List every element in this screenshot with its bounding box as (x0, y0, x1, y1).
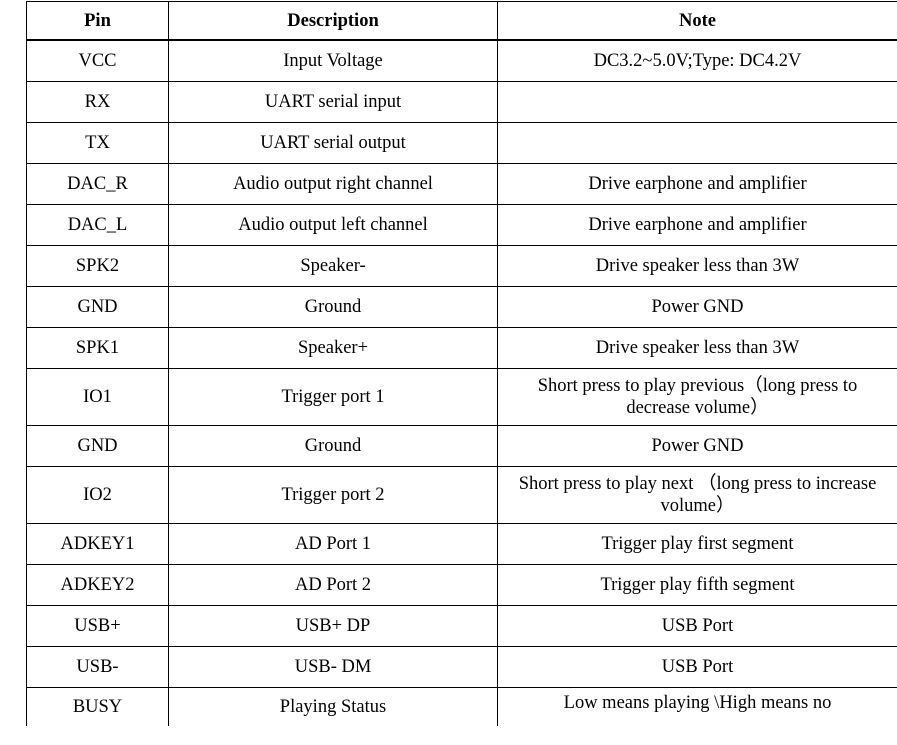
pin-cell: IO2 (26, 466, 169, 524)
description-cell: Speaker- (168, 245, 498, 287)
note-cell: USB Port (497, 605, 897, 647)
table-row: GND Ground Power GND (26, 286, 897, 328)
note-cell: Short press to play previous（long press … (497, 368, 897, 426)
pin-cell: VCC (26, 39, 169, 82)
pin-cell: GND (26, 425, 169, 467)
table-row: SPK1 Speaker+ Drive speaker less than 3W (26, 327, 897, 369)
header-description: Description (168, 1, 498, 41)
description-cell: Speaker+ (168, 327, 498, 369)
table-row: RX UART serial input (26, 81, 897, 123)
pin-cell: DAC_R (26, 163, 169, 205)
description-cell: UART serial output (168, 122, 498, 164)
note-cell: Drive speaker less than 3W (497, 327, 897, 369)
table-row: DAC_R Audio output right channel Drive e… (26, 163, 897, 205)
table-row: TX UART serial output (26, 122, 897, 164)
pin-cell: TX (26, 122, 169, 164)
pin-description-table: Pin Description Note VCC Input Voltage D… (26, 1, 897, 726)
note-cell: Power GND (497, 425, 897, 467)
description-cell: Ground (168, 286, 498, 328)
table-row: IO2 Trigger port 2 Short press to play n… (26, 466, 897, 524)
table-row: BUSY Playing Status Low means playing \H… (26, 687, 897, 726)
note-cell: USB Port (497, 646, 897, 688)
description-cell: Trigger port 1 (168, 368, 498, 426)
note-cell: DC3.2~5.0V;Type: DC4.2V (497, 39, 897, 82)
note-cell: Trigger play fifth segment (497, 564, 897, 606)
description-cell: USB- DM (168, 646, 498, 688)
description-cell: AD Port 1 (168, 523, 498, 565)
note-cell: Drive speaker less than 3W (497, 245, 897, 287)
description-cell: Input Voltage (168, 39, 498, 82)
note-cell: Drive earphone and amplifier (497, 204, 897, 246)
note-cell (497, 122, 897, 164)
note-cell: Drive earphone and amplifier (497, 163, 897, 205)
description-cell: Trigger port 2 (168, 466, 498, 524)
table-row: USB+ USB+ DP USB Port (26, 605, 897, 647)
pin-cell: ADKEY1 (26, 523, 169, 565)
table-row: ADKEY1 AD Port 1 Trigger play first segm… (26, 523, 897, 565)
pin-cell: DAC_L (26, 204, 169, 246)
description-cell: Audio output right channel (168, 163, 498, 205)
description-cell: Audio output left channel (168, 204, 498, 246)
note-cell (497, 81, 897, 123)
table-row: ADKEY2 AD Port 2 Trigger play fifth segm… (26, 564, 897, 606)
pin-cell: ADKEY2 (26, 564, 169, 606)
table-row: IO1 Trigger port 1 Short press to play p… (26, 368, 897, 426)
pin-cell: SPK1 (26, 327, 169, 369)
note-cell: Power GND (497, 286, 897, 328)
description-cell: Playing Status (168, 687, 498, 726)
table-row: GND Ground Power GND (26, 425, 897, 467)
pin-cell: USB+ (26, 605, 169, 647)
pin-cell: BUSY (26, 687, 169, 726)
description-cell: USB+ DP (168, 605, 498, 647)
header-note: Note (497, 1, 897, 41)
description-cell: UART serial input (168, 81, 498, 123)
note-cell: Trigger play first segment (497, 523, 897, 565)
pin-cell: IO1 (26, 368, 169, 426)
table-row: USB- USB- DM USB Port (26, 646, 897, 688)
table-row: SPK2 Speaker- Drive speaker less than 3W (26, 245, 897, 287)
pin-cell: USB- (26, 646, 169, 688)
note-cell: Low means playing \High means no (497, 687, 897, 726)
pin-cell: GND (26, 286, 169, 328)
description-cell: Ground (168, 425, 498, 467)
table-row: VCC Input Voltage DC3.2~5.0V;Type: DC4.2… (26, 39, 897, 82)
header-pin: Pin (26, 1, 169, 41)
description-cell: AD Port 2 (168, 564, 498, 606)
note-cell: Short press to play next （long press to … (497, 466, 897, 524)
pin-cell: RX (26, 81, 169, 123)
table-header-row: Pin Description Note (26, 1, 897, 41)
table-row: DAC_L Audio output left channel Drive ea… (26, 204, 897, 246)
pin-cell: SPK2 (26, 245, 169, 287)
